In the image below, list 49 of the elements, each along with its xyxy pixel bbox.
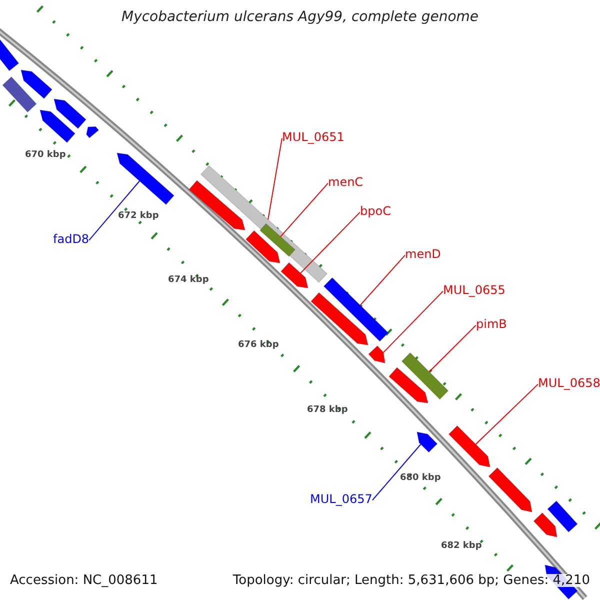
gene-feature	[448, 425, 490, 468]
gene-label: MUL_0657	[310, 493, 372, 505]
gene-feature	[20, 70, 53, 100]
scale-label: 672 kbp	[118, 212, 159, 221]
scale-label: 682 kbp	[441, 542, 482, 551]
gene-feature	[368, 345, 386, 364]
genome-info-text: Topology: circular; Length: 5,631,606 bp; Genes: 4,210	[232, 574, 590, 587]
leader-line	[382, 290, 444, 353]
leader-line	[280, 182, 328, 238]
gene-feature	[310, 292, 369, 346]
gene-feature	[416, 432, 438, 453]
gene-feature	[388, 366, 429, 404]
map-title: Mycobacterium ulcerans Agy99, complete genome	[120, 10, 480, 24]
gene-bar	[259, 223, 296, 257]
gene-label: menD	[405, 248, 441, 260]
gene-feature	[280, 262, 309, 288]
gene-feature	[116, 152, 175, 206]
gene-bar	[323, 277, 389, 342]
gene-feature	[245, 230, 281, 264]
gene-feature	[86, 126, 100, 138]
gene-label: MUL_0651	[282, 131, 344, 143]
gene-feature	[488, 467, 532, 513]
scale-label: 676 kbp	[238, 341, 279, 350]
gene-bar	[401, 352, 449, 400]
gene-feature	[39, 110, 76, 144]
gene-feature	[533, 512, 558, 538]
gene-label: menC	[328, 176, 364, 188]
scale-label: 680 kbp	[400, 474, 441, 483]
leader-line	[360, 254, 406, 306]
gene-bar	[547, 500, 578, 533]
gene-bar	[2, 76, 37, 113]
accession-text: Accession: NC_008611	[10, 574, 158, 587]
gene-bar	[0, 38, 20, 72]
leader-line	[475, 384, 538, 445]
gene-label: fadD8	[53, 233, 90, 245]
gene-label: MUL_0658	[538, 377, 600, 389]
scale-label: 674 kbp	[168, 276, 209, 285]
gene-feature	[53, 98, 87, 130]
leader-line	[372, 444, 422, 501]
scale-label: 678 kbp	[307, 406, 348, 415]
scale-label: 670 kbp	[25, 151, 66, 160]
gene-label: pimB	[476, 318, 507, 330]
gene-label: MUL_0655	[443, 284, 506, 296]
leader-line	[428, 324, 476, 372]
leader-line	[268, 138, 282, 220]
gene-label: bpoC	[360, 205, 391, 217]
leader-line	[300, 212, 360, 274]
leader-line	[88, 180, 140, 241]
gene-feature	[188, 180, 246, 230]
